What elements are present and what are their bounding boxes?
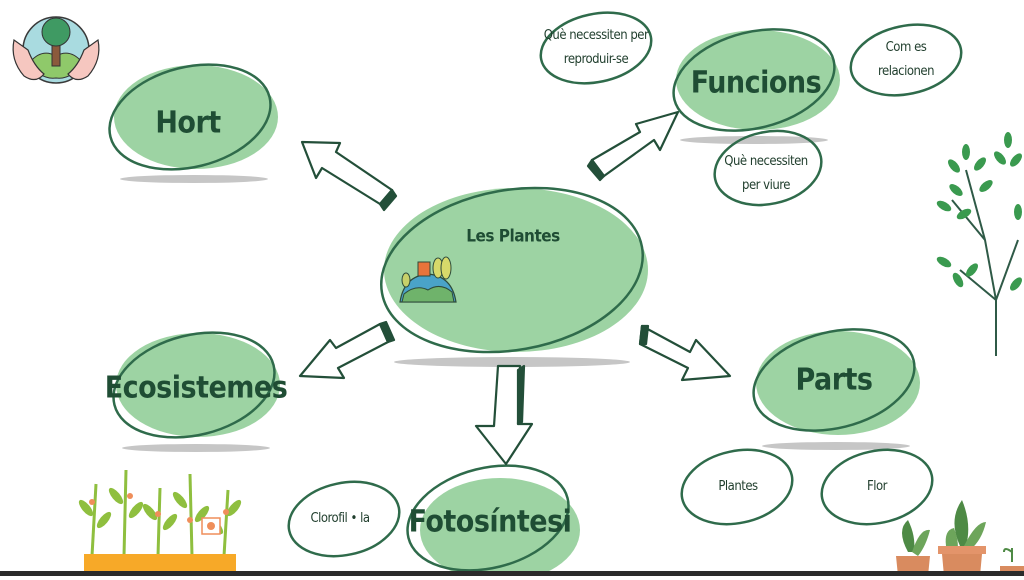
sketched-arrow-icon: [298, 110, 732, 466]
subnode-relacionen-label-1: Com es: [885, 39, 927, 55]
node-ecosistemes[interactable]: [102, 317, 285, 454]
node-fotosintesi-label: Fotosíntesi: [408, 504, 572, 540]
subnode-viure-label-1: Què necessiten: [724, 153, 808, 169]
potted-plants-icon: [896, 500, 1024, 576]
subnode-reproduir[interactable]: [534, 3, 658, 93]
subnode-clorofil[interactable]: [282, 472, 407, 566]
subnode-reproduir-label-1: Què necessiten per: [543, 27, 649, 43]
subnode-flor-label: Flor: [867, 478, 887, 494]
subnode-reproduir-label-2: reproduir-se: [563, 51, 629, 67]
subnode-viure[interactable]: [708, 122, 829, 215]
subnode-plantes[interactable]: [675, 440, 800, 534]
node-parts[interactable]: [743, 314, 925, 447]
subnode-relacionen-label-2: relacionen: [878, 63, 935, 79]
arrow-to-parts: [638, 324, 732, 382]
hands-holding-tree-icon: [12, 16, 100, 84]
subnode-flor[interactable]: [815, 440, 940, 534]
node-hort[interactable]: [98, 49, 281, 186]
node-ecosistemes-label: Ecosistemes: [104, 370, 288, 406]
node-funcions[interactable]: [663, 14, 845, 147]
earth-with-trees-icon: [399, 256, 457, 303]
node-parts-label: Parts: [795, 362, 873, 398]
flower-planter-icon: [78, 469, 242, 576]
arrow-to-ecosistemes: [298, 322, 390, 380]
leafy-branch-icon: [936, 132, 1022, 356]
node-central[interactable]: [368, 168, 656, 371]
node-central-label: Les Plantes: [466, 226, 560, 247]
subnode-relacionen[interactable]: [844, 15, 968, 105]
subnode-plantes-label: Plantes: [718, 478, 758, 494]
node-shadows: [120, 136, 910, 452]
arrow-to-funcions: [590, 110, 680, 178]
subnode-clorofil-label: Clorofil • la: [310, 510, 370, 526]
node-hort-label: Hort: [155, 105, 221, 141]
node-funcions-label: Funcions: [690, 65, 822, 101]
bottom-toolbar-strip: [0, 571, 1024, 576]
subnode-viure-label-2: per viure: [742, 177, 790, 193]
node-fotosintesi[interactable]: [396, 450, 580, 580]
arrow-to-hort: [300, 140, 394, 206]
